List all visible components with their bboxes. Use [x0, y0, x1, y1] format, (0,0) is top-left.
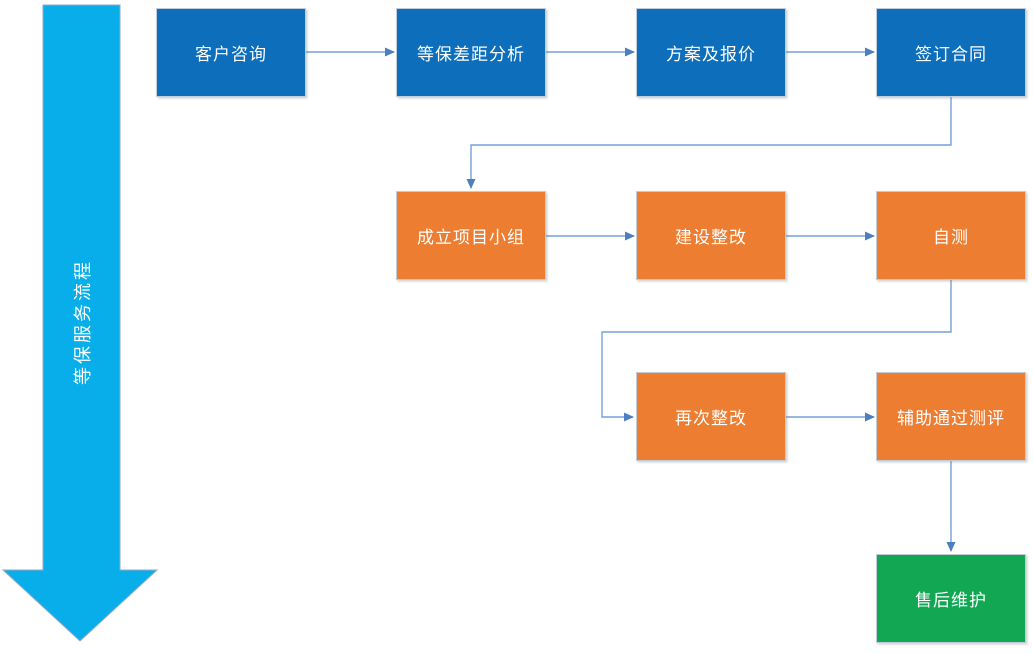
node-label: 客户咨询 — [195, 45, 267, 64]
banner-arrow-shape — [1, 4, 159, 642]
node-label: 售后维护 — [915, 591, 987, 610]
edge-self-test-to-re-rectification — [601, 280, 952, 422]
node-self-test: 自测 — [876, 191, 1026, 280]
node-label: 建设整改 — [675, 228, 747, 247]
banner-label: 等保服务流程 — [73, 259, 93, 385]
node-label: 自测 — [933, 228, 969, 247]
node-label: 成立项目小组 — [417, 228, 525, 247]
node-assist-pass-evaluation: 辅助通过测评 — [876, 372, 1026, 461]
edge-contract-to-project-team — [466, 97, 952, 189]
node-sign-contract: 签订合同 — [876, 8, 1026, 97]
node-label: 等保差距分析 — [417, 45, 525, 64]
node-re-rectification: 再次整改 — [636, 372, 786, 461]
node-label: 再次整改 — [675, 409, 747, 428]
node-customer-consultation: 客户咨询 — [156, 8, 306, 97]
node-after-sales-maintenance: 售后维护 — [876, 554, 1026, 643]
node-construction-rectification: 建设整改 — [636, 191, 786, 280]
node-label: 方案及报价 — [666, 45, 756, 64]
node-plan-and-quotation: 方案及报价 — [636, 8, 786, 97]
node-establish-project-team: 成立项目小组 — [396, 191, 546, 280]
node-label: 辅助通过测评 — [897, 409, 1005, 428]
node-label: 签订合同 — [915, 45, 987, 64]
node-gap-analysis: 等保差距分析 — [396, 8, 546, 97]
